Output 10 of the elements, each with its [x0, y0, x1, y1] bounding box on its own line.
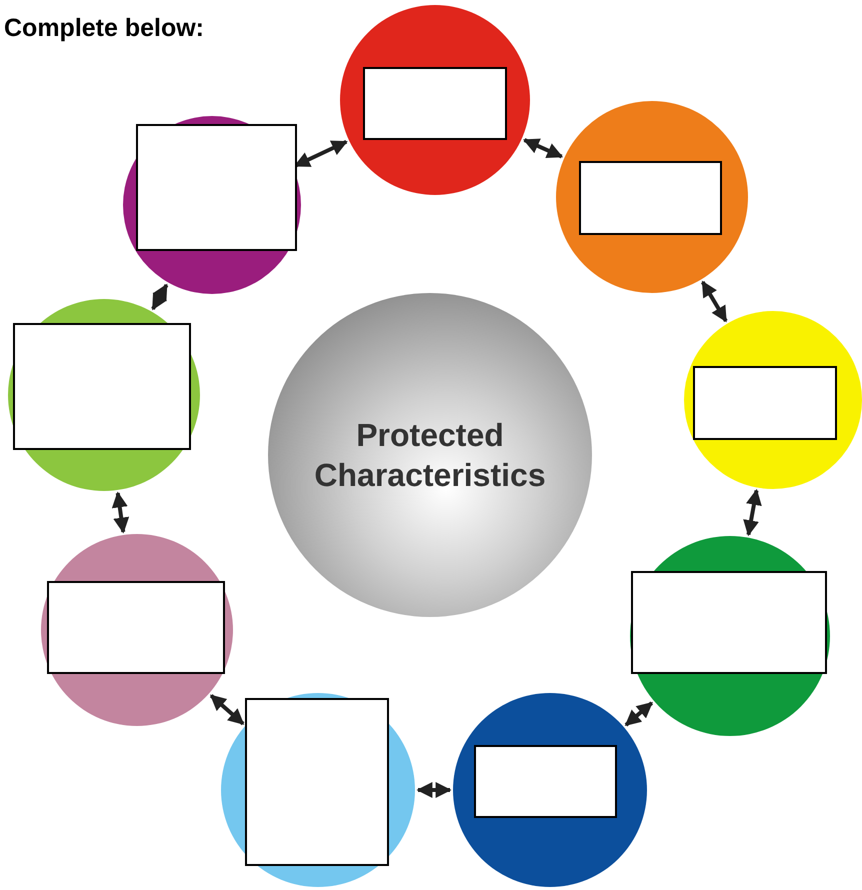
- double-arrow: [210, 694, 244, 726]
- heading: Complete below:: [4, 14, 204, 43]
- double-arrow: [112, 491, 130, 534]
- center-label: Protected Characteristics: [313, 416, 547, 495]
- double-arrow: [523, 138, 564, 158]
- double-arrow: [700, 280, 728, 322]
- double-arrow: [416, 782, 452, 798]
- double-arrow: [624, 701, 654, 726]
- double-arrow: [743, 488, 762, 536]
- double-arrow: [151, 284, 168, 310]
